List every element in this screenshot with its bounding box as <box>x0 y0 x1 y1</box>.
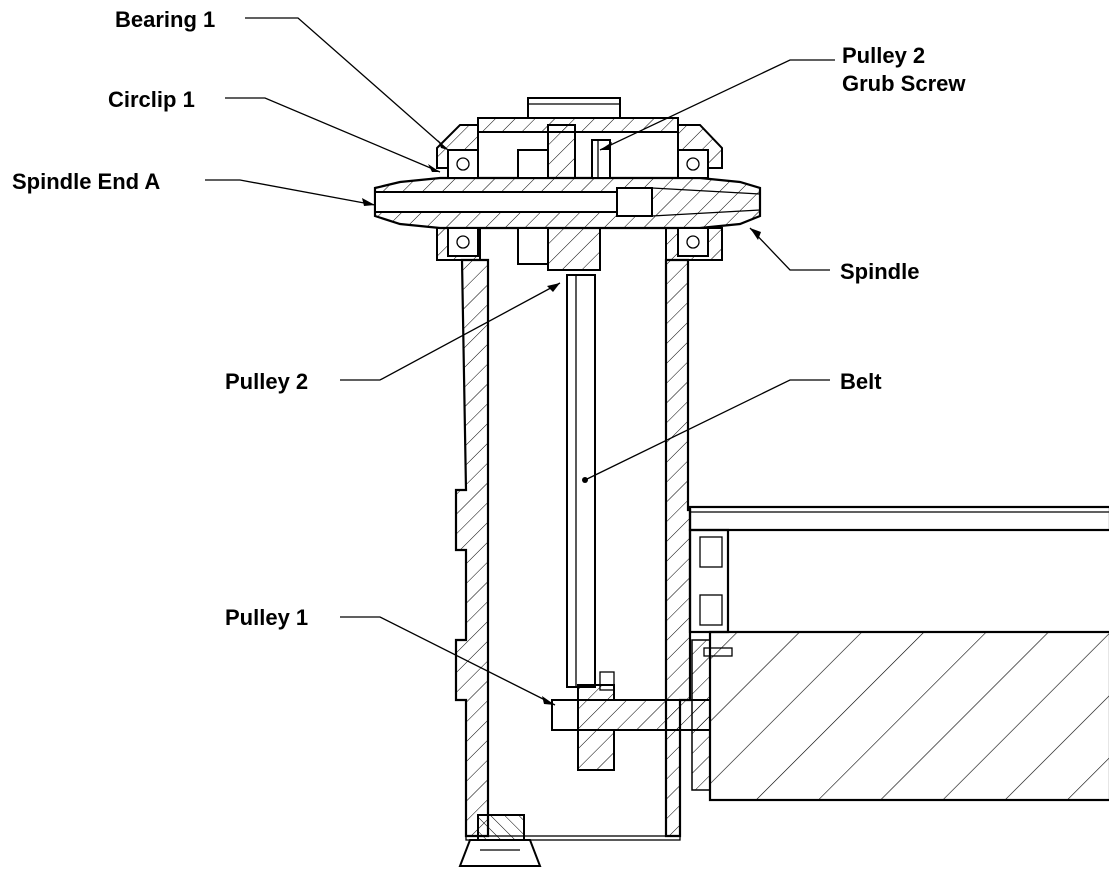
label-pulley-2: Pulley 2 <box>225 369 308 394</box>
leader-lines <box>205 17 835 706</box>
label-bearing-1: Bearing 1 <box>115 7 215 32</box>
label-spindle: Spindle <box>840 259 919 284</box>
label-pulley-2-grub-screw-line2: Grub Screw <box>842 71 966 96</box>
mounting-bracket <box>688 505 1109 802</box>
label-circlip-1: Circlip 1 <box>108 87 195 112</box>
label-pulley-1: Pulley 1 <box>225 605 308 630</box>
spindle-shaft <box>373 176 762 230</box>
label-belt: Belt <box>840 369 882 394</box>
pulley-1 <box>551 671 711 771</box>
label-pulley-2-grub-screw-line1: Pulley 2 <box>842 43 925 68</box>
bearings <box>447 149 709 257</box>
pulley-2 <box>517 124 611 271</box>
label-spindle-end-a: Spindle End A <box>12 169 160 194</box>
belt <box>566 274 596 688</box>
